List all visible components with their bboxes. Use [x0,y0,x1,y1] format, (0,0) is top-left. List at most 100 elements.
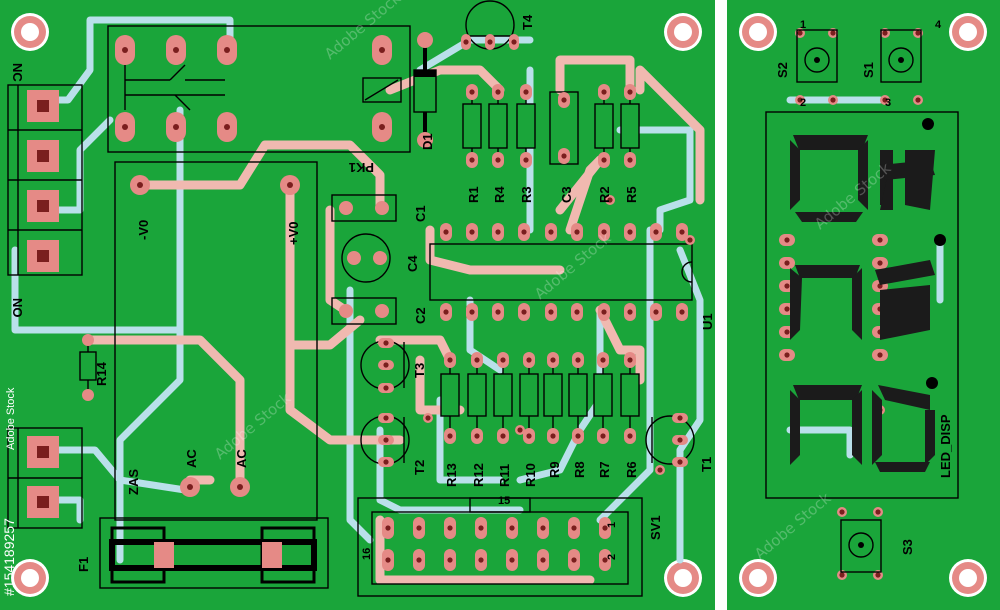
pad-hole [627,433,633,439]
pad-hole [784,237,790,243]
label-r14: R14 [94,361,109,386]
pad-hole [523,89,529,95]
pad-hole [425,415,431,421]
pad-hole [571,525,577,531]
pad-hole [495,89,501,95]
pad-hole [627,357,633,363]
pad-hole [526,433,532,439]
pad-hole [383,340,389,346]
pad-hole [575,357,581,363]
pad-hole [797,97,803,103]
resistor-r14 [79,334,97,401]
pad-hole [839,509,845,515]
label-pin-1: 1 [606,522,618,528]
pad-hole [463,39,469,45]
label-r6: R6 [624,461,639,478]
label-ac-1: AC [184,449,199,468]
pad-hole [385,525,391,531]
label-minus-v0: -V0 [136,220,151,240]
label-sv1: SV1 [648,515,663,540]
pad-hole [540,525,546,531]
pad-hole [677,437,683,443]
pad-hole [875,572,881,578]
label-s2: S2 [775,62,790,78]
pad-hole [495,157,501,163]
pad-hole [627,309,633,315]
label-pin-15: 15 [498,495,510,507]
pad-hole [447,557,453,563]
pad-hole [602,557,608,563]
diode-d1 [413,32,437,148]
pad-hole [523,157,529,163]
pad-hole [784,352,790,358]
pad-hole [447,525,453,531]
pad-hole [875,509,881,515]
pad-hole [784,260,790,266]
pad-hole [521,309,527,315]
terminal-block-relay [7,84,83,276]
power-module [114,161,318,521]
label-t4: T4 [520,14,535,30]
push-buttons [796,29,922,573]
pad-hole [627,157,633,163]
label-t2: T2 [412,460,427,475]
component-pads [378,28,945,580]
sw-pin-3: 3 [885,97,891,109]
label-c2: C2 [413,307,428,324]
label-r12: R12 [471,463,486,487]
pad-hole [500,357,506,363]
pad-hole [474,357,480,363]
label-c4: C4 [405,255,420,272]
label-t1: T1 [699,457,714,472]
label-r7: R7 [597,461,612,478]
pad-hole [784,329,790,335]
pad-hole [383,415,389,421]
pad-hole [561,153,567,159]
pad-hole [385,557,391,563]
stock-id: #154189257 [1,518,17,596]
pad-hole [509,557,515,563]
pad-hole [784,306,790,312]
label-r4: R4 [492,186,507,203]
label-r13: R13 [444,463,459,487]
display-board-labels: S2 S1 S3 LED_DISP 1 2 3 4 [775,19,953,555]
pad-hole [575,433,581,439]
pad-hole [830,97,836,103]
label-f1: F1 [76,557,91,572]
pad-hole [495,229,501,235]
pad-hole [679,229,685,235]
pad-hole [474,433,480,439]
label-r5: R5 [624,186,639,203]
bottom-layer-traces [11,16,944,564]
pad-hole [877,237,883,243]
display-board [727,0,1000,610]
sw-pin-4: 4 [935,19,942,31]
pad-hole [383,459,389,465]
label-r1: R1 [466,186,481,203]
pad-hole [653,229,659,235]
label-s3: S3 [900,539,915,555]
pad-hole [469,157,475,163]
label-u1: U1 [700,313,715,330]
pad-hole [877,260,883,266]
label-r9: R9 [547,461,562,478]
label-d1: D1 [420,133,435,150]
pad-hole [469,89,475,95]
pad-hole [882,30,888,36]
pad-hole [526,357,532,363]
pad-hole [469,229,475,235]
pad-hole [602,525,608,531]
pad-hole [383,437,389,443]
pad-hole [601,89,607,95]
pad-hole [416,557,422,563]
label-pin-2: 2 [606,554,618,560]
pad-hole [550,433,556,439]
pad-hole [601,157,607,163]
ic-u1 [429,243,693,301]
label-r8: R8 [572,461,587,478]
pad-hole [677,415,683,421]
pad-hole [600,433,606,439]
label-c3: C3 [559,186,574,203]
pad-hole [839,572,845,578]
